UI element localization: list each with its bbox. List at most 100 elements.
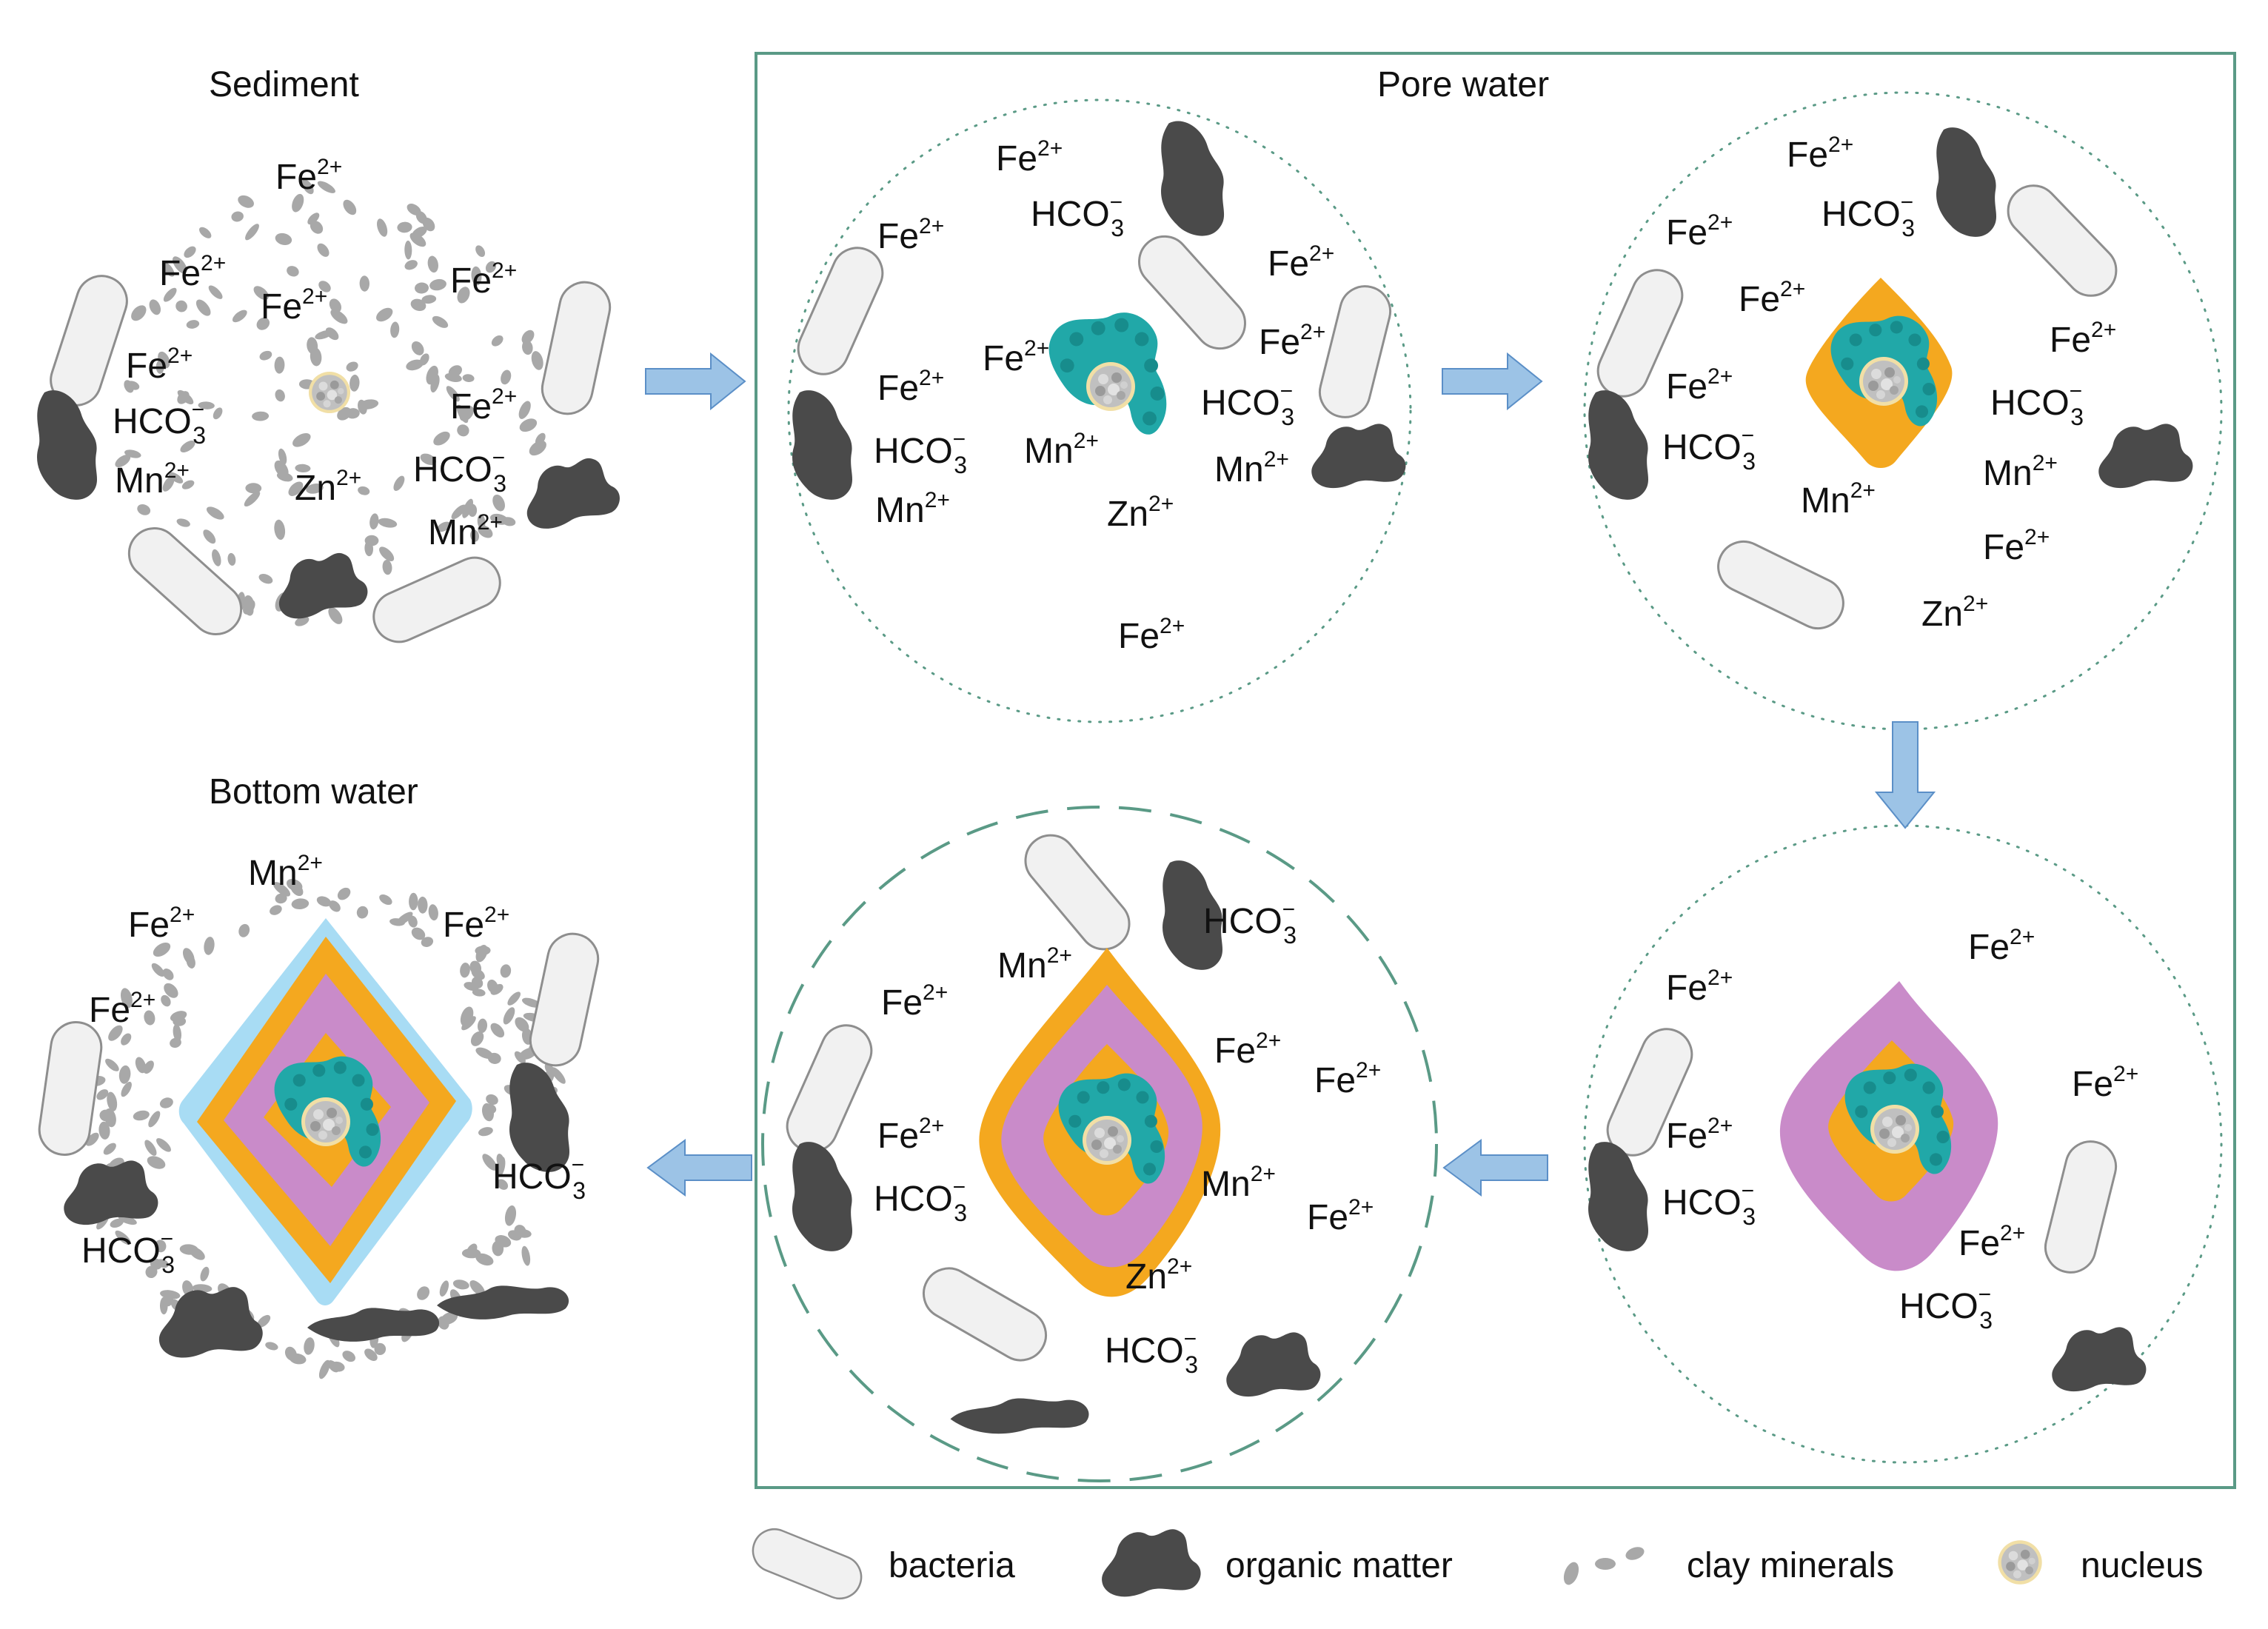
title-sediment: Sediment xyxy=(209,65,359,104)
legend-organic-matter-icon xyxy=(1102,1529,1201,1597)
legend-bacteria-icon xyxy=(745,1522,869,1606)
stage-circle-1 xyxy=(787,98,1412,723)
bacteria xyxy=(1708,532,1853,638)
ion-hco3: HCO−3 xyxy=(1105,1327,1198,1378)
ion-fe: Fe2+ xyxy=(1307,1195,1374,1237)
organic-matter xyxy=(1161,121,1225,236)
clay-minerals xyxy=(85,179,566,1379)
ion-fe: Fe2+ xyxy=(450,384,517,427)
ion-hco3: HCO−3 xyxy=(1203,897,1297,949)
organic-matter xyxy=(2098,424,2193,489)
organic-matter xyxy=(1936,127,1997,237)
ion-fe: Fe2+ xyxy=(996,136,1063,178)
crystal-bottom-water xyxy=(178,918,472,1305)
ion-hco3: HCO−3 xyxy=(1201,379,1294,430)
ion-hco3: HCO−3 xyxy=(1662,424,1756,475)
ion-fe: Fe2+ xyxy=(1666,210,1733,252)
bacteria xyxy=(777,1016,881,1161)
ion-fe: Fe2+ xyxy=(1259,320,1325,362)
arrow-right-2 xyxy=(1442,352,1543,411)
organic-matter xyxy=(1311,424,1406,489)
ion-fe: Fe2+ xyxy=(877,1114,944,1156)
ion-fe: Fe2+ xyxy=(1968,925,2035,967)
ion-mn: Mn2+ xyxy=(1214,447,1289,489)
ion-fe: Fe2+ xyxy=(1666,364,1733,407)
legend-organic-matter-label: organic matter xyxy=(1225,1546,1453,1585)
crystal-stage-4 xyxy=(979,948,1221,1297)
ion-fe: Fe2+ xyxy=(261,284,327,327)
ion-fe: Fe2+ xyxy=(2050,318,2116,360)
pore-water-frame xyxy=(755,52,2236,1489)
bacteria xyxy=(2038,1134,2123,1280)
ion-hco3: HCO−3 xyxy=(1822,190,1915,241)
arrow-left-1 xyxy=(1442,1139,1548,1197)
crystal-stage-1 xyxy=(1048,312,1167,435)
organic-matter xyxy=(520,454,623,532)
ion-mn: Mn2+ xyxy=(428,510,503,552)
organic-matter xyxy=(1588,390,1649,500)
ion-fe: Fe2+ xyxy=(159,251,226,293)
legend-nucleus-label: nucleus xyxy=(2081,1546,2203,1585)
organic-matter xyxy=(437,1285,569,1319)
organic-matter xyxy=(792,390,853,500)
bacteria xyxy=(1313,279,1397,424)
ion-fe: Fe2+ xyxy=(128,903,195,945)
ion-zn: Zn2+ xyxy=(1107,492,1174,534)
ion-fe: Fe2+ xyxy=(2072,1062,2138,1104)
ion-fe: Fe2+ xyxy=(1787,133,1853,175)
ion-fe: Fe2+ xyxy=(1214,1028,1281,1071)
ion-fe: Fe2+ xyxy=(877,214,944,256)
stage-circle-3 xyxy=(1583,824,2223,1464)
ion-hco3: HCO−3 xyxy=(1662,1179,1756,1230)
bacteria xyxy=(117,517,253,646)
bacteria xyxy=(1014,823,1141,961)
ion-mn: Mn2+ xyxy=(1201,1162,1276,1204)
organic-matter xyxy=(307,1308,440,1342)
arrow-right-1 xyxy=(645,352,746,411)
ion-fe: Fe2+ xyxy=(1739,277,1805,319)
ion-fe: Fe2+ xyxy=(881,980,948,1023)
organic-matter xyxy=(1588,1142,1649,1251)
ion-fe: Fe2+ xyxy=(89,988,155,1030)
arrow-down xyxy=(1874,721,1936,829)
ion-fe: Fe2+ xyxy=(275,155,342,197)
organic-matter xyxy=(792,1142,853,1251)
ion-mn: Mn2+ xyxy=(1801,478,1876,521)
organic-matter xyxy=(2052,1327,2147,1392)
bacteria xyxy=(524,928,604,1071)
ion-mn: Mn2+ xyxy=(1983,451,2058,493)
crystal-stage-3 xyxy=(1779,981,1998,1271)
ion-fe: Fe2+ xyxy=(1314,1058,1381,1100)
ion-fe: Fe2+ xyxy=(1666,1114,1733,1156)
ion-hco3: HCO−3 xyxy=(81,1227,175,1278)
legend-bacteria-label: bacteria xyxy=(889,1546,1015,1585)
ion-fe: Fe2+ xyxy=(450,258,517,301)
nucleus xyxy=(308,371,351,414)
ion-fe: Fe2+ xyxy=(126,344,193,386)
stage-circle-4 xyxy=(761,806,1438,1482)
crystal-stage-2 xyxy=(1805,278,1953,468)
ion-mn: Mn2+ xyxy=(997,943,1072,986)
organic-matter xyxy=(950,1398,1089,1434)
ion-hco3: HCO−3 xyxy=(113,398,206,449)
ion-fe: Fe2+ xyxy=(1666,966,1733,1008)
ion-fe: Fe2+ xyxy=(877,366,944,408)
title-bottom-water: Bottom water xyxy=(209,772,418,812)
ion-hco3: HCO−3 xyxy=(413,446,506,497)
organic-matter xyxy=(37,390,98,500)
bacteria xyxy=(536,276,616,420)
ion-fe: Fe2+ xyxy=(983,336,1049,378)
bacteria xyxy=(1996,174,2128,307)
ion-hco3: HCO−3 xyxy=(492,1153,586,1204)
organic-matter xyxy=(274,550,370,621)
ion-mn: Mn2+ xyxy=(115,458,190,501)
bacteria xyxy=(43,268,135,413)
ion-mn: Mn2+ xyxy=(248,851,323,893)
ion-fe: Fe2+ xyxy=(1958,1221,2025,1263)
legend-clay-minerals-label: clay minerals xyxy=(1687,1546,1894,1585)
ion-hco3: HCO−3 xyxy=(874,1175,967,1226)
bacteria xyxy=(913,1258,1057,1371)
legend-nucleus-icon xyxy=(1998,1540,2042,1585)
ion-zn: Zn2+ xyxy=(1125,1254,1192,1297)
ion-fe: Fe2+ xyxy=(443,903,509,945)
